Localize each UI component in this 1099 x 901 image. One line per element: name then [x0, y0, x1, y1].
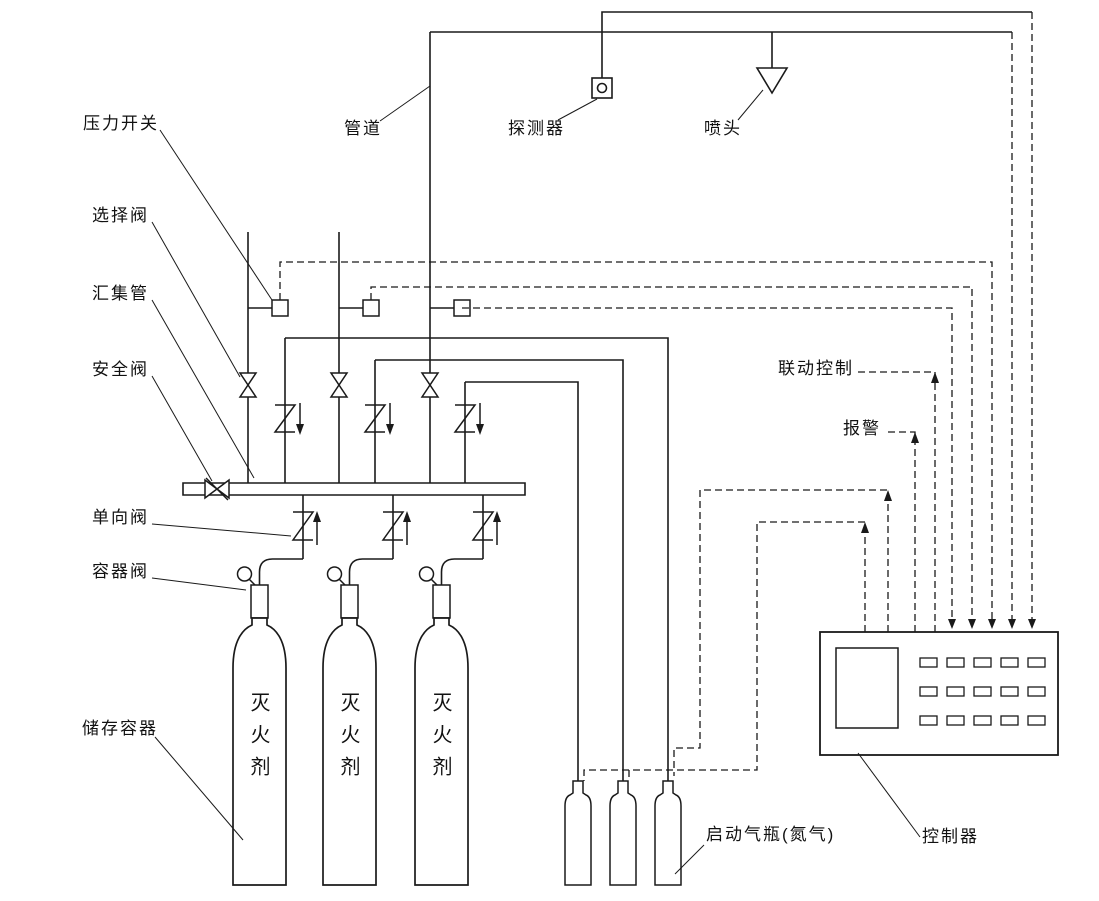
label-agent-cylinder-1: 灭火剂 — [247, 692, 269, 788]
container-valve-icons — [236, 566, 451, 619]
nozzle-icon — [755, 67, 789, 95]
selector-valve-icons — [238, 372, 440, 398]
pipework — [182, 11, 1032, 781]
label-storage-container: 储存容器 — [82, 719, 158, 738]
label-pressure-switch: 压力开关 — [83, 114, 159, 133]
label-alarm: 报警 — [843, 419, 881, 438]
label-starter-bottle: 启动气瓶(氮气) — [706, 825, 836, 844]
leader-lines — [151, 85, 921, 875]
wire-arrowheads — [861, 372, 1036, 629]
label-controller: 控制器 — [922, 827, 979, 846]
label-safety-valve: 安全阀 — [92, 360, 149, 379]
label-pipe: 管道 — [344, 119, 382, 138]
label-detector: 探测器 — [508, 119, 565, 138]
flow-arrowheads — [296, 424, 501, 522]
label-container-valve: 容器阀 — [92, 562, 149, 581]
controller-buttons — [919, 657, 1046, 726]
label-check-valve: 单向阀 — [92, 508, 149, 527]
safety-valve-icon — [204, 477, 230, 501]
label-nozzle: 喷头 — [704, 119, 742, 138]
controller-screen — [835, 647, 899, 729]
label-manifold: 汇集管 — [92, 284, 149, 303]
label-linkage-control: 联动控制 — [778, 359, 854, 378]
starter-bottles — [564, 780, 682, 886]
label-agent-cylinder-2: 灭火剂 — [337, 692, 359, 788]
detector-icon — [591, 77, 613, 99]
label-agent-cylinder-3: 灭火剂 — [429, 692, 451, 788]
controller-box — [819, 631, 1059, 756]
label-selector-valve: 选择阀 — [92, 206, 149, 225]
storage-cylinders — [232, 617, 469, 886]
check-valve-icons — [273, 403, 498, 545]
